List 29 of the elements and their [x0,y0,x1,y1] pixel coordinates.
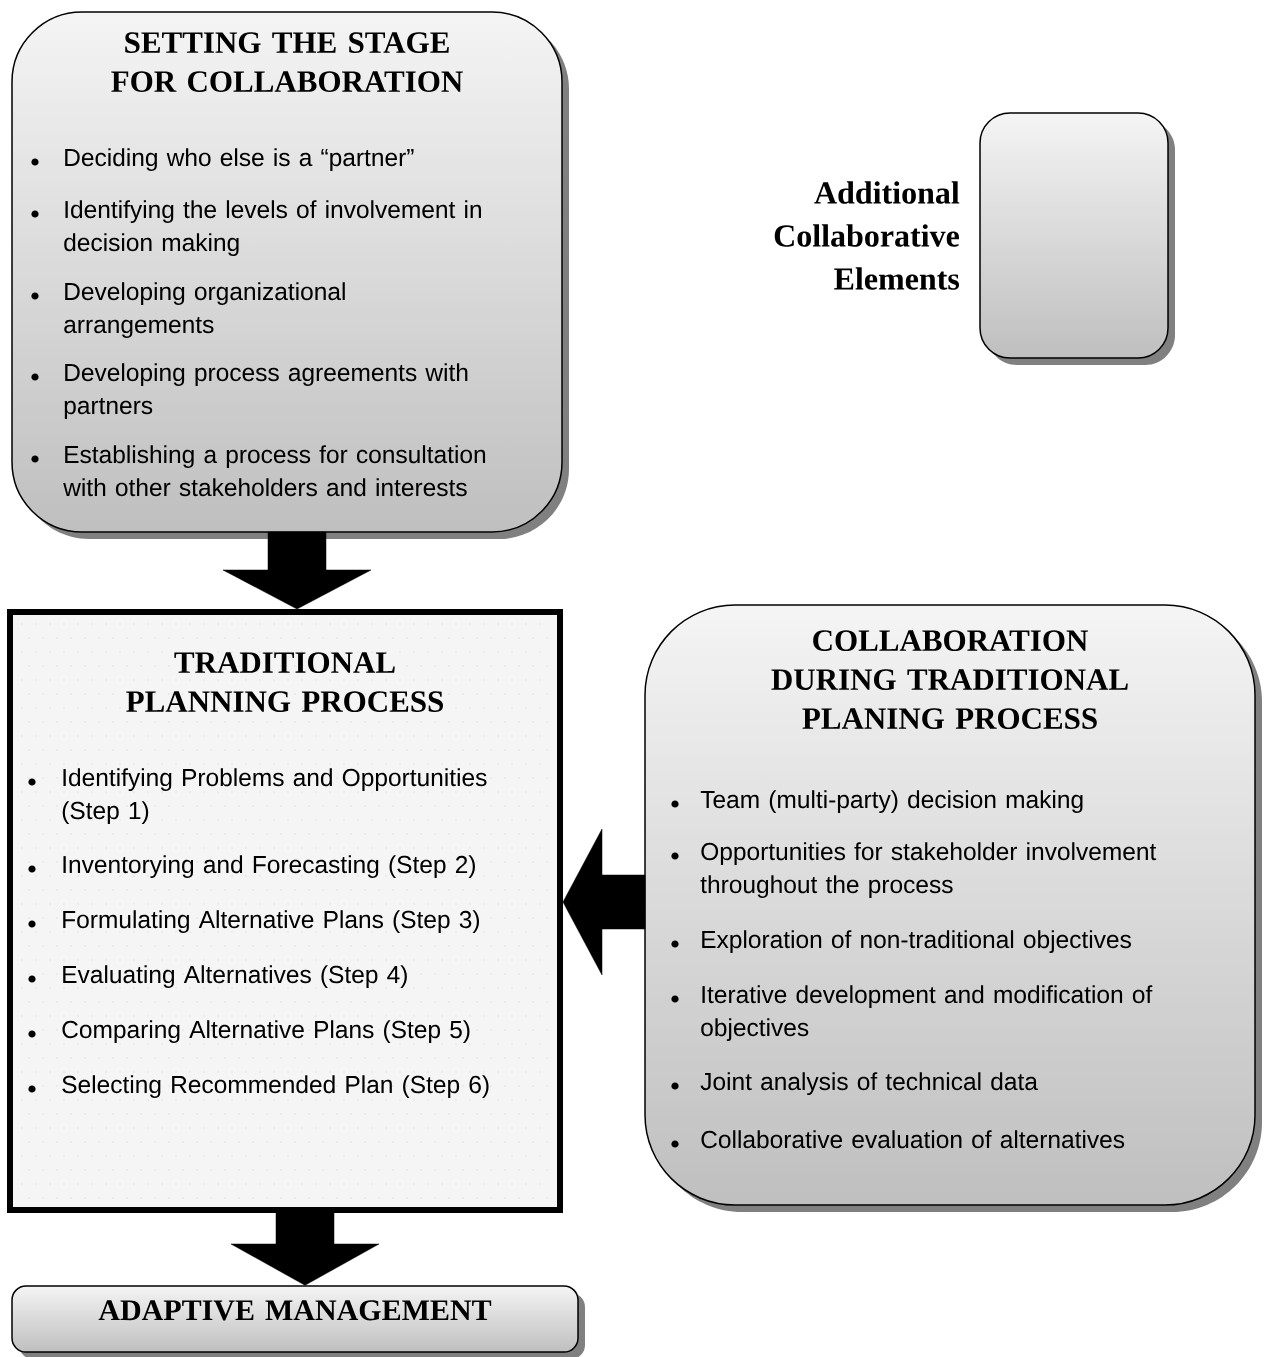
heading: SETTING THE STAGE FOR COLLABORATION [111,32,463,92]
bullet-item: Deciding who else is a “partner” [31,148,414,172]
bullet-item: Identifying the levels of involvement in decision making [31,200,481,257]
process-box [644,604,1262,1212]
rounded-box [979,112,1175,365]
block-arrow [222,531,372,610]
heading-box [11,1285,585,1357]
bullet-item: Evaluating Alternatives (Step 4) [28,965,407,989]
bullet-item: Developing process agreements with partners [31,363,468,420]
bullet-item: Joint analysis of technical data [671,1072,1038,1096]
bullet-item: Identifying Problems and Opportunities (Step 1) [28,768,487,825]
bullet-item: Comparing Alternative Plans (Step 5) [28,1020,470,1044]
bullet-item: Team (multi-party) decision making [671,790,1083,814]
heading: ADAPTIVE MANAGEMENT [98,1300,492,1321]
block-arrow [562,828,646,976]
bullet-item: Iterative development and modification of objectives [671,985,1153,1042]
bullet-item: Opportunities for stakeholder involvement throughout the process [671,842,1157,899]
bullet-item: Formulating Alternative Plans (Step 3) [28,910,479,934]
heading: COLLABORATION DURING TRADITIONAL PLANING PROCESS [771,630,1128,730]
bullet-item: Exploration of non-traditional objectives [671,930,1131,954]
bullet-item: Establishing a process for consultation with other stakeholders and interests [31,445,486,497]
bullet-item: Inventorying and Forecasting (Step 2) [28,855,475,879]
process-box [11,11,569,539]
bullet-item: Selecting Recommended Plan (Step 6) [28,1075,489,1099]
heading: TRADITIONAL PLANNING PROCESS [126,652,443,713]
process-box [7,609,563,1213]
side-label: Additional Collaborative Elements [774,181,960,290]
bullet-item: Collaborative evaluation of alternatives [671,1130,1125,1149]
bullet-item: Developing organizational arrangements [31,282,345,339]
